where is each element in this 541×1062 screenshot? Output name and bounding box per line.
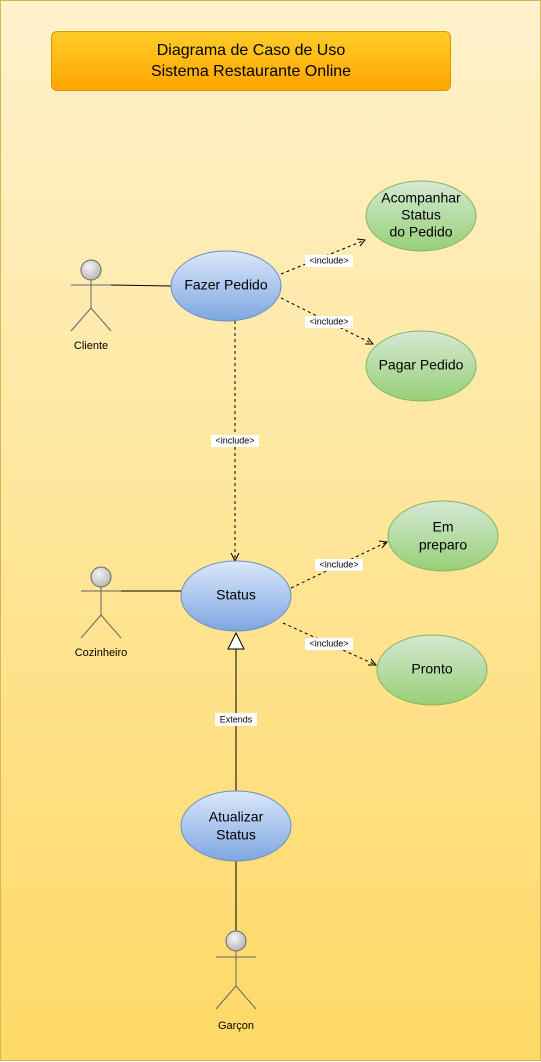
use-case-em-preparo[interactable]: Em preparo [387, 500, 499, 572]
use-case-pronto[interactable]: Pronto [376, 634, 488, 706]
svg-text:do Pedido: do Pedido [389, 224, 452, 240]
svg-text:<include>: <include> [319, 559, 358, 569]
svg-text:<include>: <include> [309, 316, 348, 326]
include-label-em-preparo: <include> [315, 559, 363, 571]
diagram-title-line-1: Diagrama de Caso de Uso [156, 42, 346, 59]
svg-text:Status: Status [216, 587, 256, 603]
svg-text:Status: Status [401, 207, 441, 223]
include-label-pagar: <include> [305, 316, 353, 328]
svg-text:preparo: preparo [419, 537, 467, 553]
use-case-pagar-pedido[interactable]: Pagar Pedido [365, 330, 477, 402]
svg-text:<include>: <include> [309, 255, 348, 265]
include-label-status: <include> [211, 435, 259, 447]
svg-text:Pagar Pedido: Pagar Pedido [379, 357, 464, 373]
include-edge-pagar [280, 297, 375, 345]
use-case-fazer-pedido[interactable]: Fazer Pedido [170, 250, 282, 322]
association-cliente-fazer-pedido [110, 284, 172, 287]
actor-cliente-icon [70, 259, 112, 332]
use-case-atualizar-status[interactable]: Atualizar Status [180, 790, 292, 862]
use-case-acompanhar-status[interactable]: Acompanhar Status do Pedido [365, 180, 477, 252]
include-label-acompanhar: <include> [305, 255, 353, 267]
svg-text:Status: Status [216, 827, 256, 843]
svg-text:Pronto: Pronto [411, 661, 452, 677]
actor-cliente-label: Cliente [74, 340, 108, 352]
use-case-status[interactable]: Status [180, 560, 292, 632]
svg-text:<include>: <include> [309, 638, 348, 648]
actor-garcon-icon [215, 930, 257, 1010]
actor-cliente[interactable]: Cliente [70, 259, 112, 352]
actor-cozinheiro-icon [80, 566, 122, 639]
svg-text:Acompanhar: Acompanhar [381, 190, 461, 206]
use-case-fazer-pedido-label: Fazer Pedido [184, 277, 267, 293]
svg-text:Em: Em [433, 519, 454, 535]
extends-label: Extends [215, 713, 257, 726]
include-label-pronto: <include> [305, 638, 353, 650]
extends-edge [227, 631, 245, 791]
svg-text:Atualizar: Atualizar [209, 809, 264, 825]
actor-garcon-label: Garçon [218, 1020, 254, 1032]
include-edge-em-preparo [290, 540, 388, 589]
actor-cozinheiro[interactable]: Cozinheiro [75, 566, 128, 659]
include-edge-pronto [282, 622, 378, 666]
svg-text:Extends: Extends [220, 714, 253, 724]
include-edge-acompanhar [280, 238, 366, 275]
svg-text:<include>: <include> [215, 435, 254, 445]
actor-garcon[interactable]: Garçon [215, 930, 257, 1032]
diagram-title-box: Diagrama de Caso de Uso Sistema Restaura… [51, 31, 451, 91]
actor-cozinheiro-label: Cozinheiro [75, 647, 128, 659]
diagram-title-line-2: Sistema Restaurante Online [150, 63, 352, 80]
